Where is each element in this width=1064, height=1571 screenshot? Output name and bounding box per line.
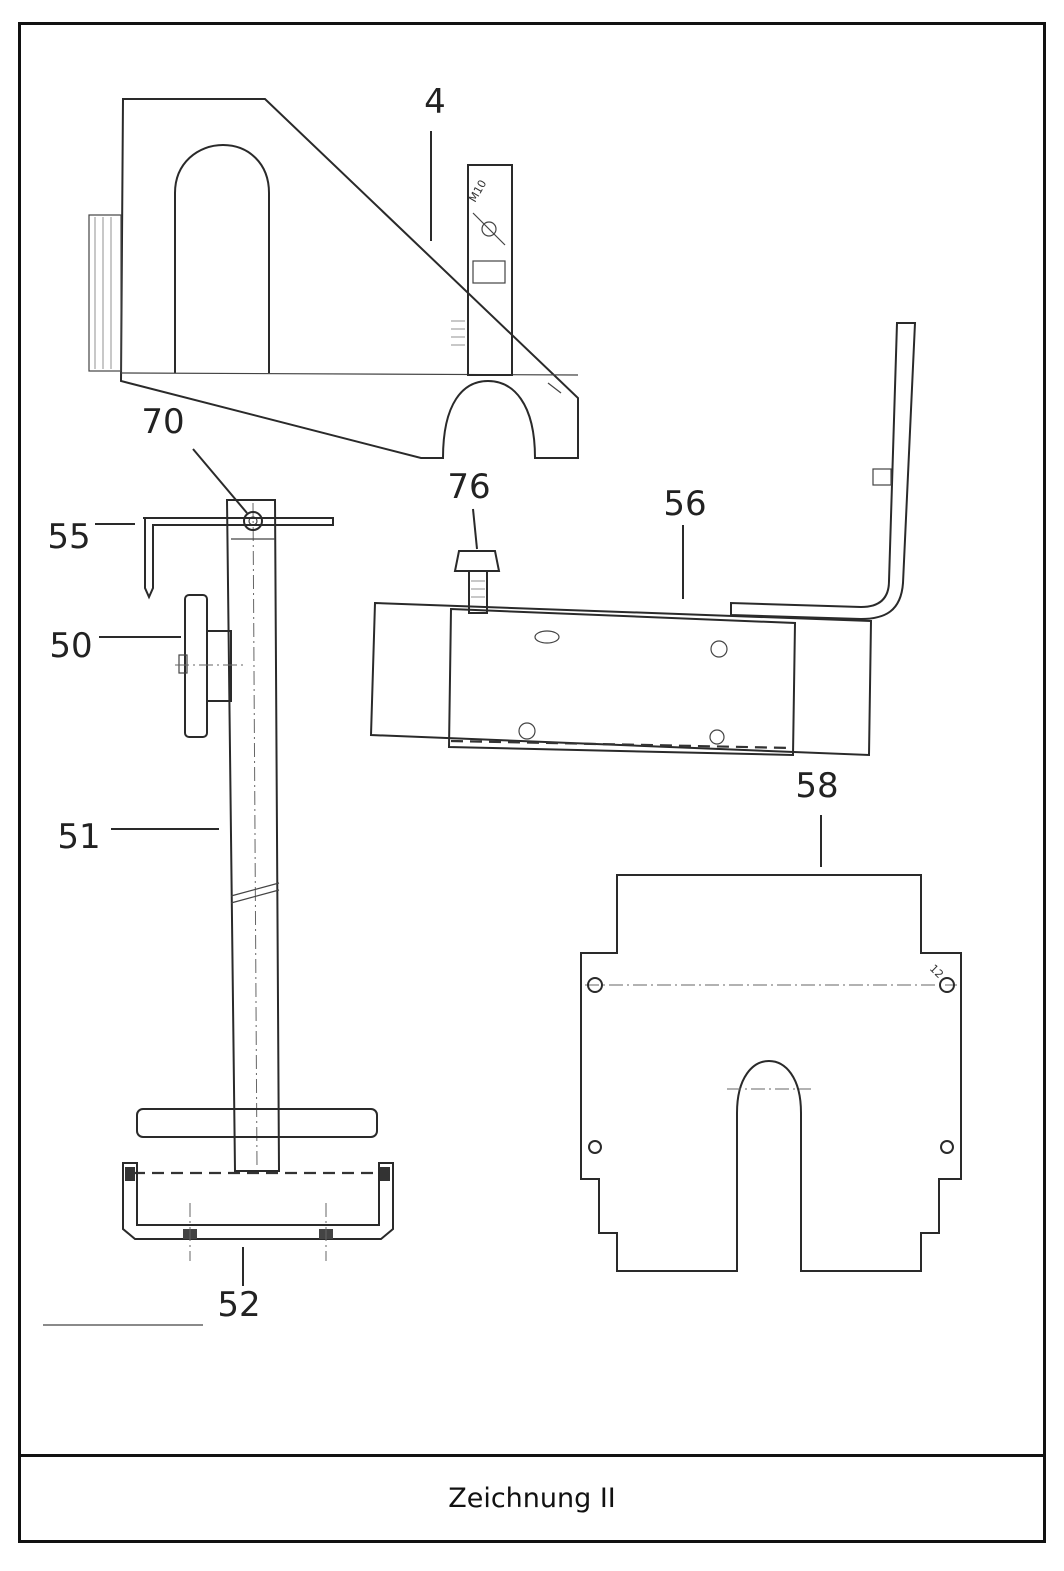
- column-assembly: 70 55 50 51 52: [47, 402, 394, 1325]
- drawing-frame: 4 M10: [18, 22, 1046, 1543]
- base-pad-left: [125, 1167, 135, 1181]
- part-58-plate: 58 12: [580, 766, 962, 1272]
- guard-assembly: 76 56: [369, 322, 917, 757]
- label-55: 55: [47, 517, 90, 557]
- label-4: 4: [424, 82, 446, 122]
- label-70: 70: [141, 402, 184, 442]
- thread-m10-note: M10: [466, 178, 489, 205]
- drawing-caption: Zeichnung II: [448, 1483, 616, 1514]
- label-76: 76: [447, 467, 490, 507]
- label-52: 52: [217, 1285, 260, 1325]
- label-58: 58: [795, 766, 838, 806]
- technical-drawing: 4 M10: [43, 82, 962, 1326]
- label-56: 56: [663, 484, 706, 524]
- part-4-bracket: 4 M10: [88, 82, 579, 459]
- base-pad-right: [380, 1167, 390, 1181]
- label-50: 50: [49, 626, 92, 666]
- caption-box: Zeichnung II: [21, 1454, 1043, 1540]
- label-51: 51: [57, 817, 100, 857]
